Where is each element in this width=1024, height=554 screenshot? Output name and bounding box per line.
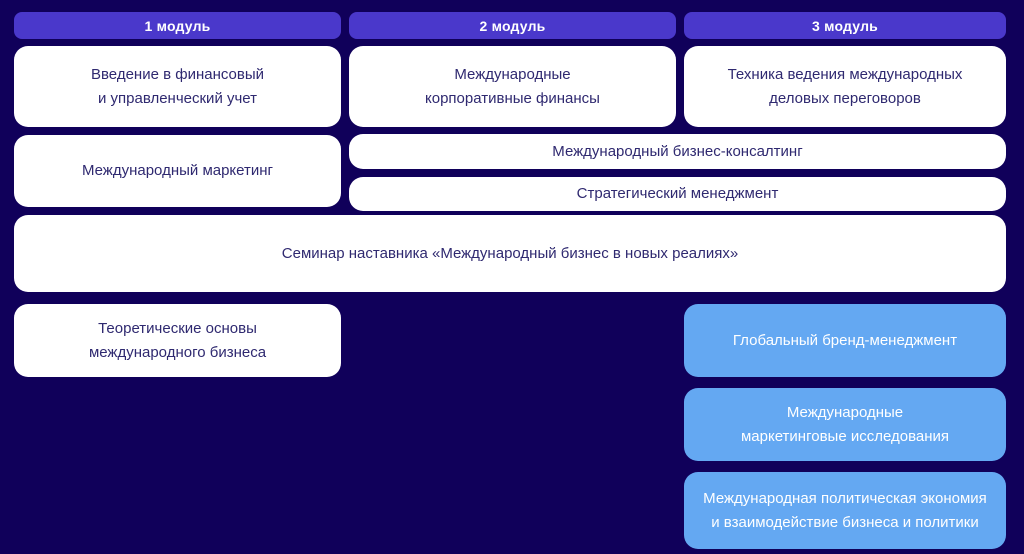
course-card-political-economy: Международная политическая экономия и вз…: [684, 472, 1006, 549]
course-card-theoretical-basics: Теоретические основы международного бизн…: [14, 304, 341, 377]
course-card-mentor-seminar: Семинар наставника «Международный бизнес…: [14, 215, 1006, 292]
course-card-international-marketing: Международный маркетинг: [14, 135, 341, 207]
module-1-header: 1 модуль: [14, 12, 341, 39]
course-card-intro-accounting: Введение в финансовый и управленческий у…: [14, 46, 341, 127]
module-3-header: 3 модуль: [684, 12, 1006, 39]
course-card-global-brand-management: Глобальный бренд-менеджмент: [684, 304, 1006, 377]
module-2-header: 2 модуль: [349, 12, 676, 39]
course-card-strategic-management: Стратегический менеджмент: [349, 177, 1006, 211]
course-card-negotiation-technique: Техника ведения международных деловых пе…: [684, 46, 1006, 127]
course-card-corporate-finance: Международные корпоративные финансы: [349, 46, 676, 127]
course-card-marketing-research: Международные маркетинговые исследования: [684, 388, 1006, 461]
course-card-business-consulting: Международный бизнес-консалтинг: [349, 134, 1006, 169]
